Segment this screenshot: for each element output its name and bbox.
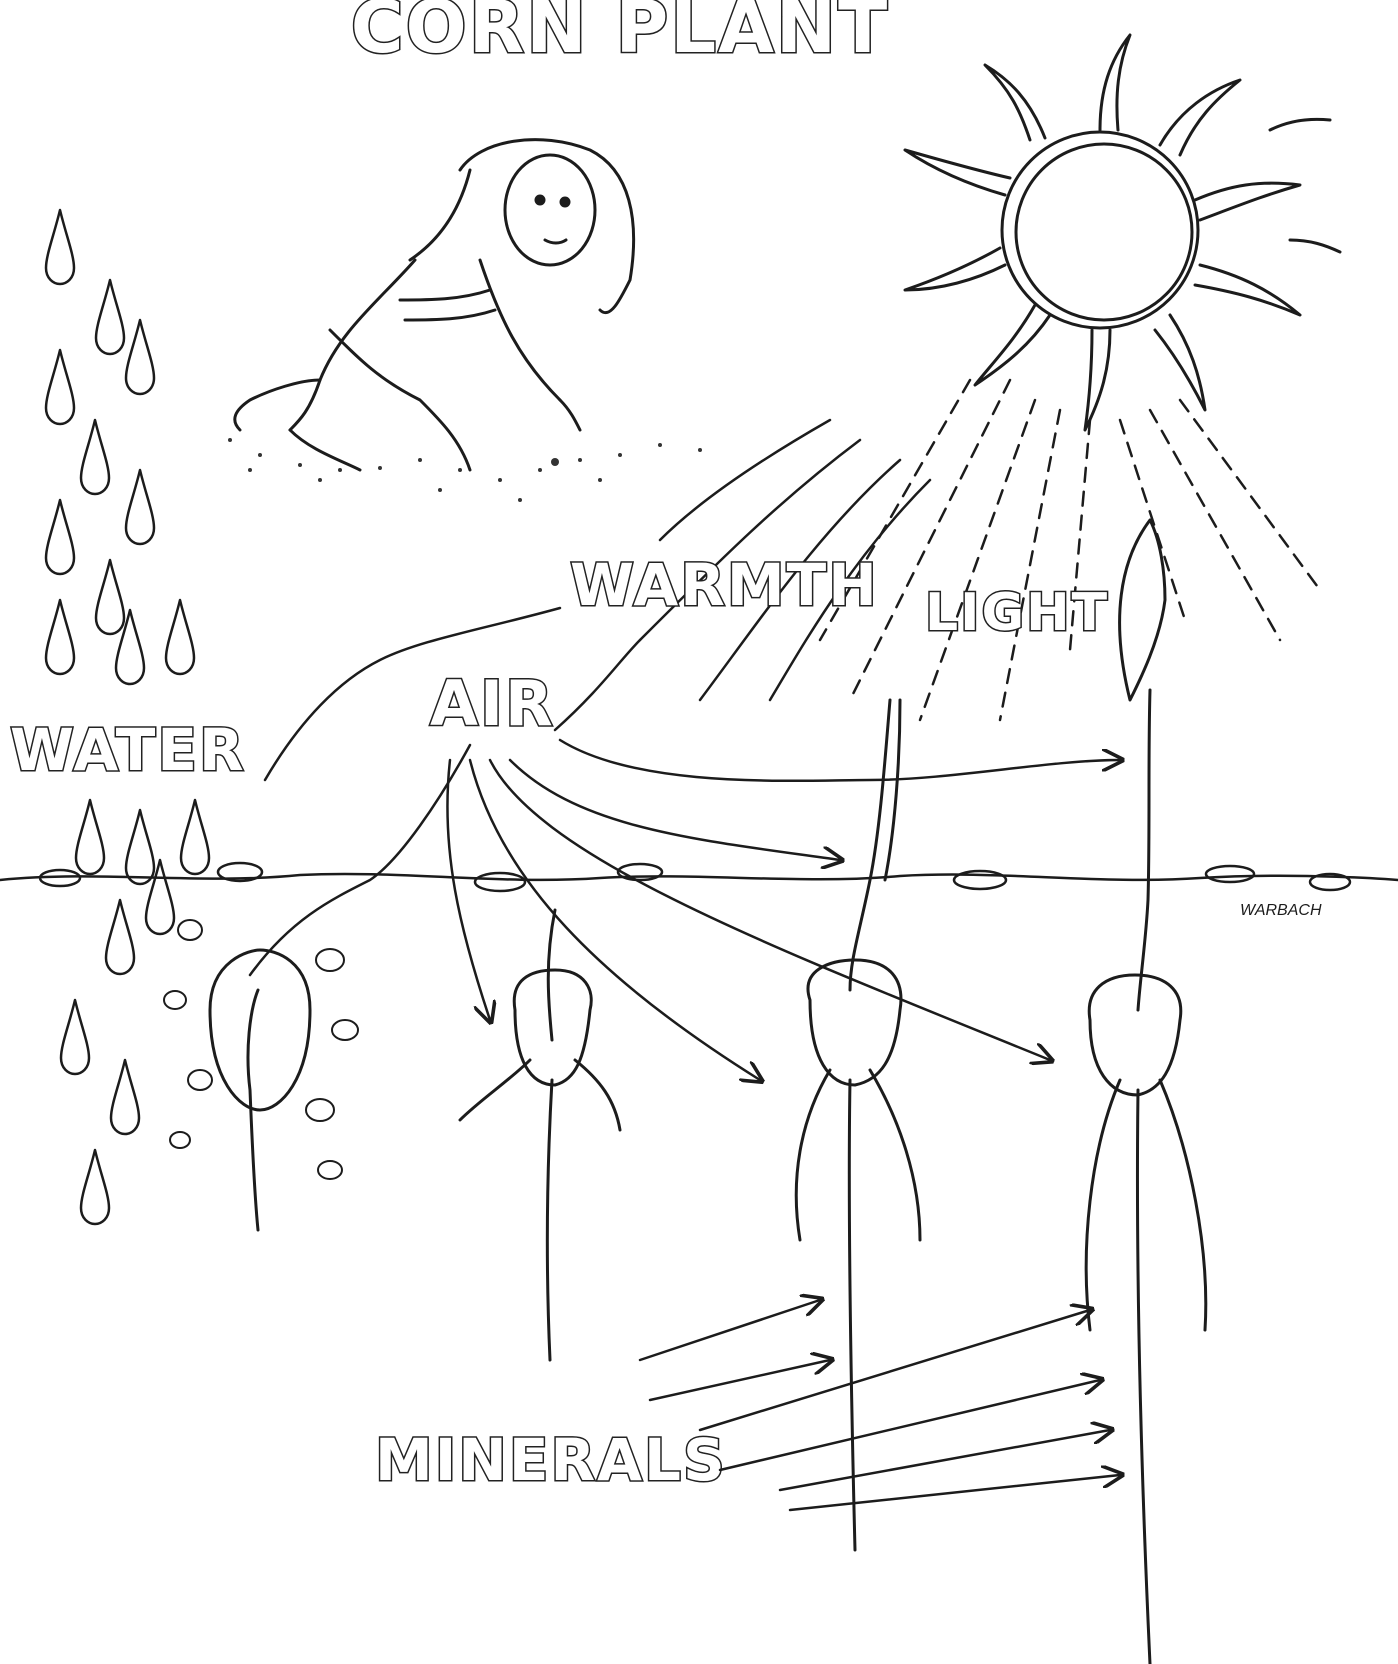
diagram-title: CORN PLANT [351,0,890,69]
air-arrows [447,740,1120,1080]
top-soil-patch [228,438,702,502]
seed-icon [210,950,310,1230]
corn-plant-icon [1086,520,1206,1664]
label-air: AIR [430,667,555,740]
sun-icon [905,35,1340,430]
label-water: WATER [10,716,246,784]
ground-surface [0,863,1398,891]
label-warmth: WARMTH [570,551,879,619]
label-connectors [250,608,640,975]
kneeling-girl-figure [235,140,634,470]
seedling-icon [460,910,620,1360]
light-rays [820,380,1320,720]
label-minerals: MINERALS [375,1426,727,1494]
artist-signature: WARBACH [1240,902,1322,919]
young-corn-plant-icon [796,700,920,1550]
label-light: LIGHT [925,583,1109,643]
